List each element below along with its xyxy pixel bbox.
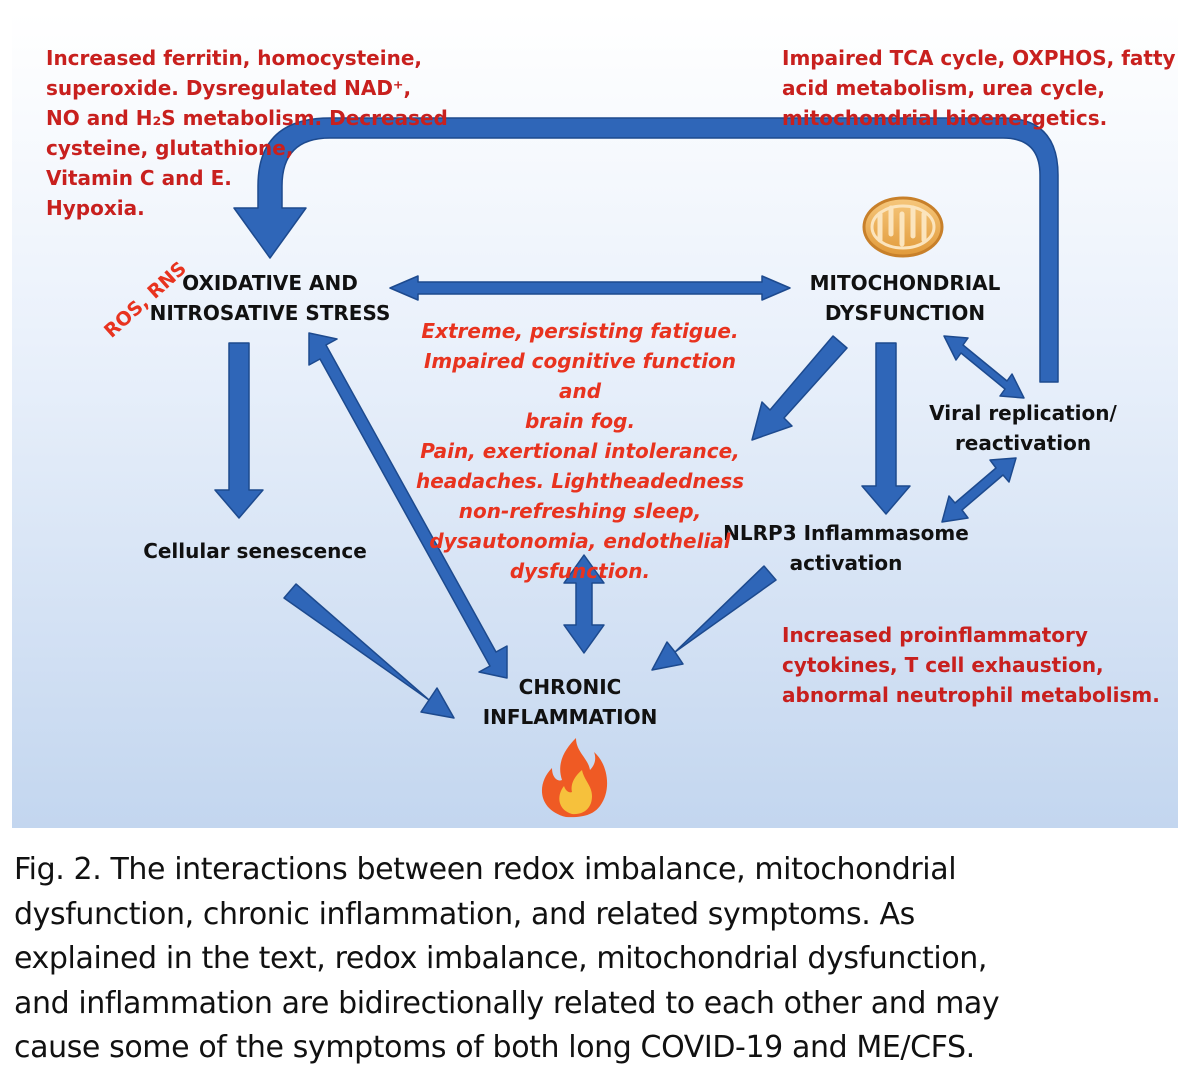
arrow-nlrp3-to-chronic [651,565,777,671]
oxidative-causes-line: Vitamin C and E. [46,166,232,190]
node-oxidative-line: NITROSATIVE STRESS [149,301,391,325]
arrow-mito-to-symptoms [751,335,848,441]
figure-panel [12,12,1178,828]
symptom-line: Impaired cognitive function and [423,349,737,403]
inflammation-effects-line: cytokines, T cell exhaustion, [782,653,1104,677]
arrow-mito-to-nlrp3 [861,342,911,515]
oxidative-causes-line: Hypoxia. [46,196,145,220]
caption-line: dysfunction, chronic inflammation, and r… [14,896,915,932]
symptom-line: headaches. Lightheadedness [415,469,745,493]
caption-line: cause some of the symptoms of both long … [14,1030,975,1065]
node-viral-line: Viral replication/ [929,401,1117,425]
inflammation-effects-text: Increased proinflammatory cytokines, T c… [782,620,1160,710]
mito-impairment-line: Impaired TCA cycle, OXPHOS, fatty [782,46,1176,70]
symptom-line: brain fog. [524,409,636,433]
mito-impairment-line: acid metabolism, urea cycle, [782,76,1105,100]
arrow-symptoms-chronic [563,554,605,654]
oxidative-causes-line: NO and H₂S metabolism. Decreased [46,106,448,130]
node-mitochondrial-dysfunction: MITOCHONDRIAL DYSFUNCTION [790,268,1020,328]
node-viral-line: reactivation [954,431,1092,455]
node-nlrp3-line: activation [789,551,903,575]
symptom-line: dysfunction. [509,559,651,583]
caption-line: explained in the text, redox imbalance, … [14,941,988,976]
node-oxidative-stress: OXIDATIVE AND NITROSATIVE STRESS [140,268,400,328]
arrow-oxidative-to-senescence [214,342,264,519]
oxidative-causes-text: Increased ferritin, homocysteine, supero… [46,43,448,223]
symptom-line: Extreme, persisting fatigue. [421,319,739,343]
arrow-oxidative-mito [389,275,791,301]
symptoms-text: Extreme, persisting fatigue. Impaired co… [405,316,755,586]
inflammation-effects-line: abnormal neutrophil metabolism. [782,683,1160,707]
node-chronic-inflammation: CHRONIC INFLAMMATION [460,672,680,732]
symptom-line: non-refreshing sleep, [458,499,702,523]
symptom-line: Pain, exertional intolerance, [420,439,740,463]
figure-caption: Fig. 2. The interactions between redox i… [14,848,1190,1071]
caption-line: Fig. 2. The interactions between redox i… [14,848,1190,893]
caption-label: Fig. 2. [14,852,102,887]
node-nlrp3-activation: NLRP3 Inflammasome activation [716,518,976,578]
fire-icon [541,738,608,818]
node-viral-replication: Viral replication/ reactivation [918,398,1128,458]
symptom-line: dysautonomia, endothelial [429,529,731,553]
node-chronic-line: CHRONIC [518,675,622,699]
mitochondrion-icon [862,196,944,258]
arrow-senescence-to-chronic [283,583,455,719]
arrow-chronic-oxidative [308,332,508,679]
oxidative-causes-line: cysteine, glutathione, [46,136,294,160]
caption-text: The interactions between redox imbalance… [110,852,957,887]
node-chronic-line: INFLAMMATION [482,705,658,729]
mito-impairment-text: Impaired TCA cycle, OXPHOS, fatty acid m… [782,43,1176,133]
arrow-viral-to-oxidative [233,117,1059,383]
node-cellular-senescence: Cellular senescence [143,539,367,563]
node-mito-line: MITOCHONDRIAL [809,271,1001,295]
diagram-arrows [214,117,1059,818]
node-mito-line: DYSFUNCTION [824,301,986,325]
node-nlrp3-line: NLRP3 Inflammasome [723,521,969,545]
oxidative-causes-line: superoxide. Dysregulated NAD⁺, [46,76,412,100]
arrow-mito-viral [943,335,1025,399]
inflammation-effects-line: Increased proinflammatory [782,623,1088,647]
caption-line: and inflammation are bidirectionally rel… [14,985,1000,1021]
arrow-viral-nlrp3 [941,457,1017,523]
mito-impairment-line: mitochondrial bioenergetics. [782,106,1108,130]
oxidative-causes-line: Increased ferritin, homocysteine, [46,46,423,70]
node-oxidative-line: OXIDATIVE AND [182,271,358,295]
